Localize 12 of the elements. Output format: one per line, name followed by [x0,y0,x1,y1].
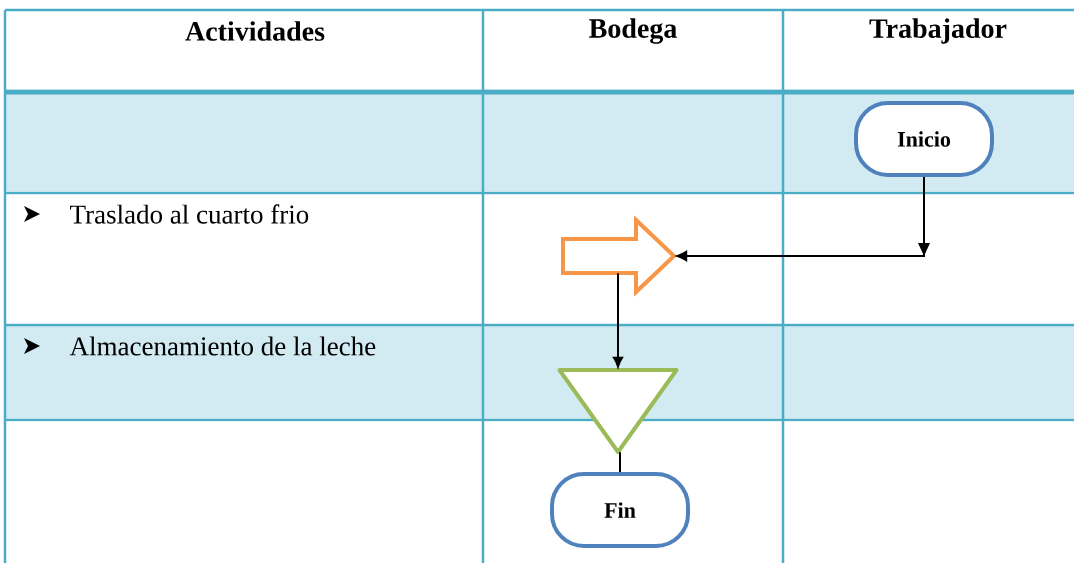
activity-text: Traslado al cuarto frio [70,204,309,224]
connector-line [619,451,621,473]
block-arrow [561,215,677,297]
terminal-box: Inicio [854,101,994,177]
activity-text: Almacenamiento de la leche [69,336,376,356]
terminal-box: Fin [550,472,690,548]
arrow [676,176,930,262]
column-header: Bodega [589,18,677,44]
arrow [612,272,624,368]
triangle [557,368,679,454]
column-header: Trabajador [869,18,1007,44]
column-header: Actividades [185,21,325,41]
